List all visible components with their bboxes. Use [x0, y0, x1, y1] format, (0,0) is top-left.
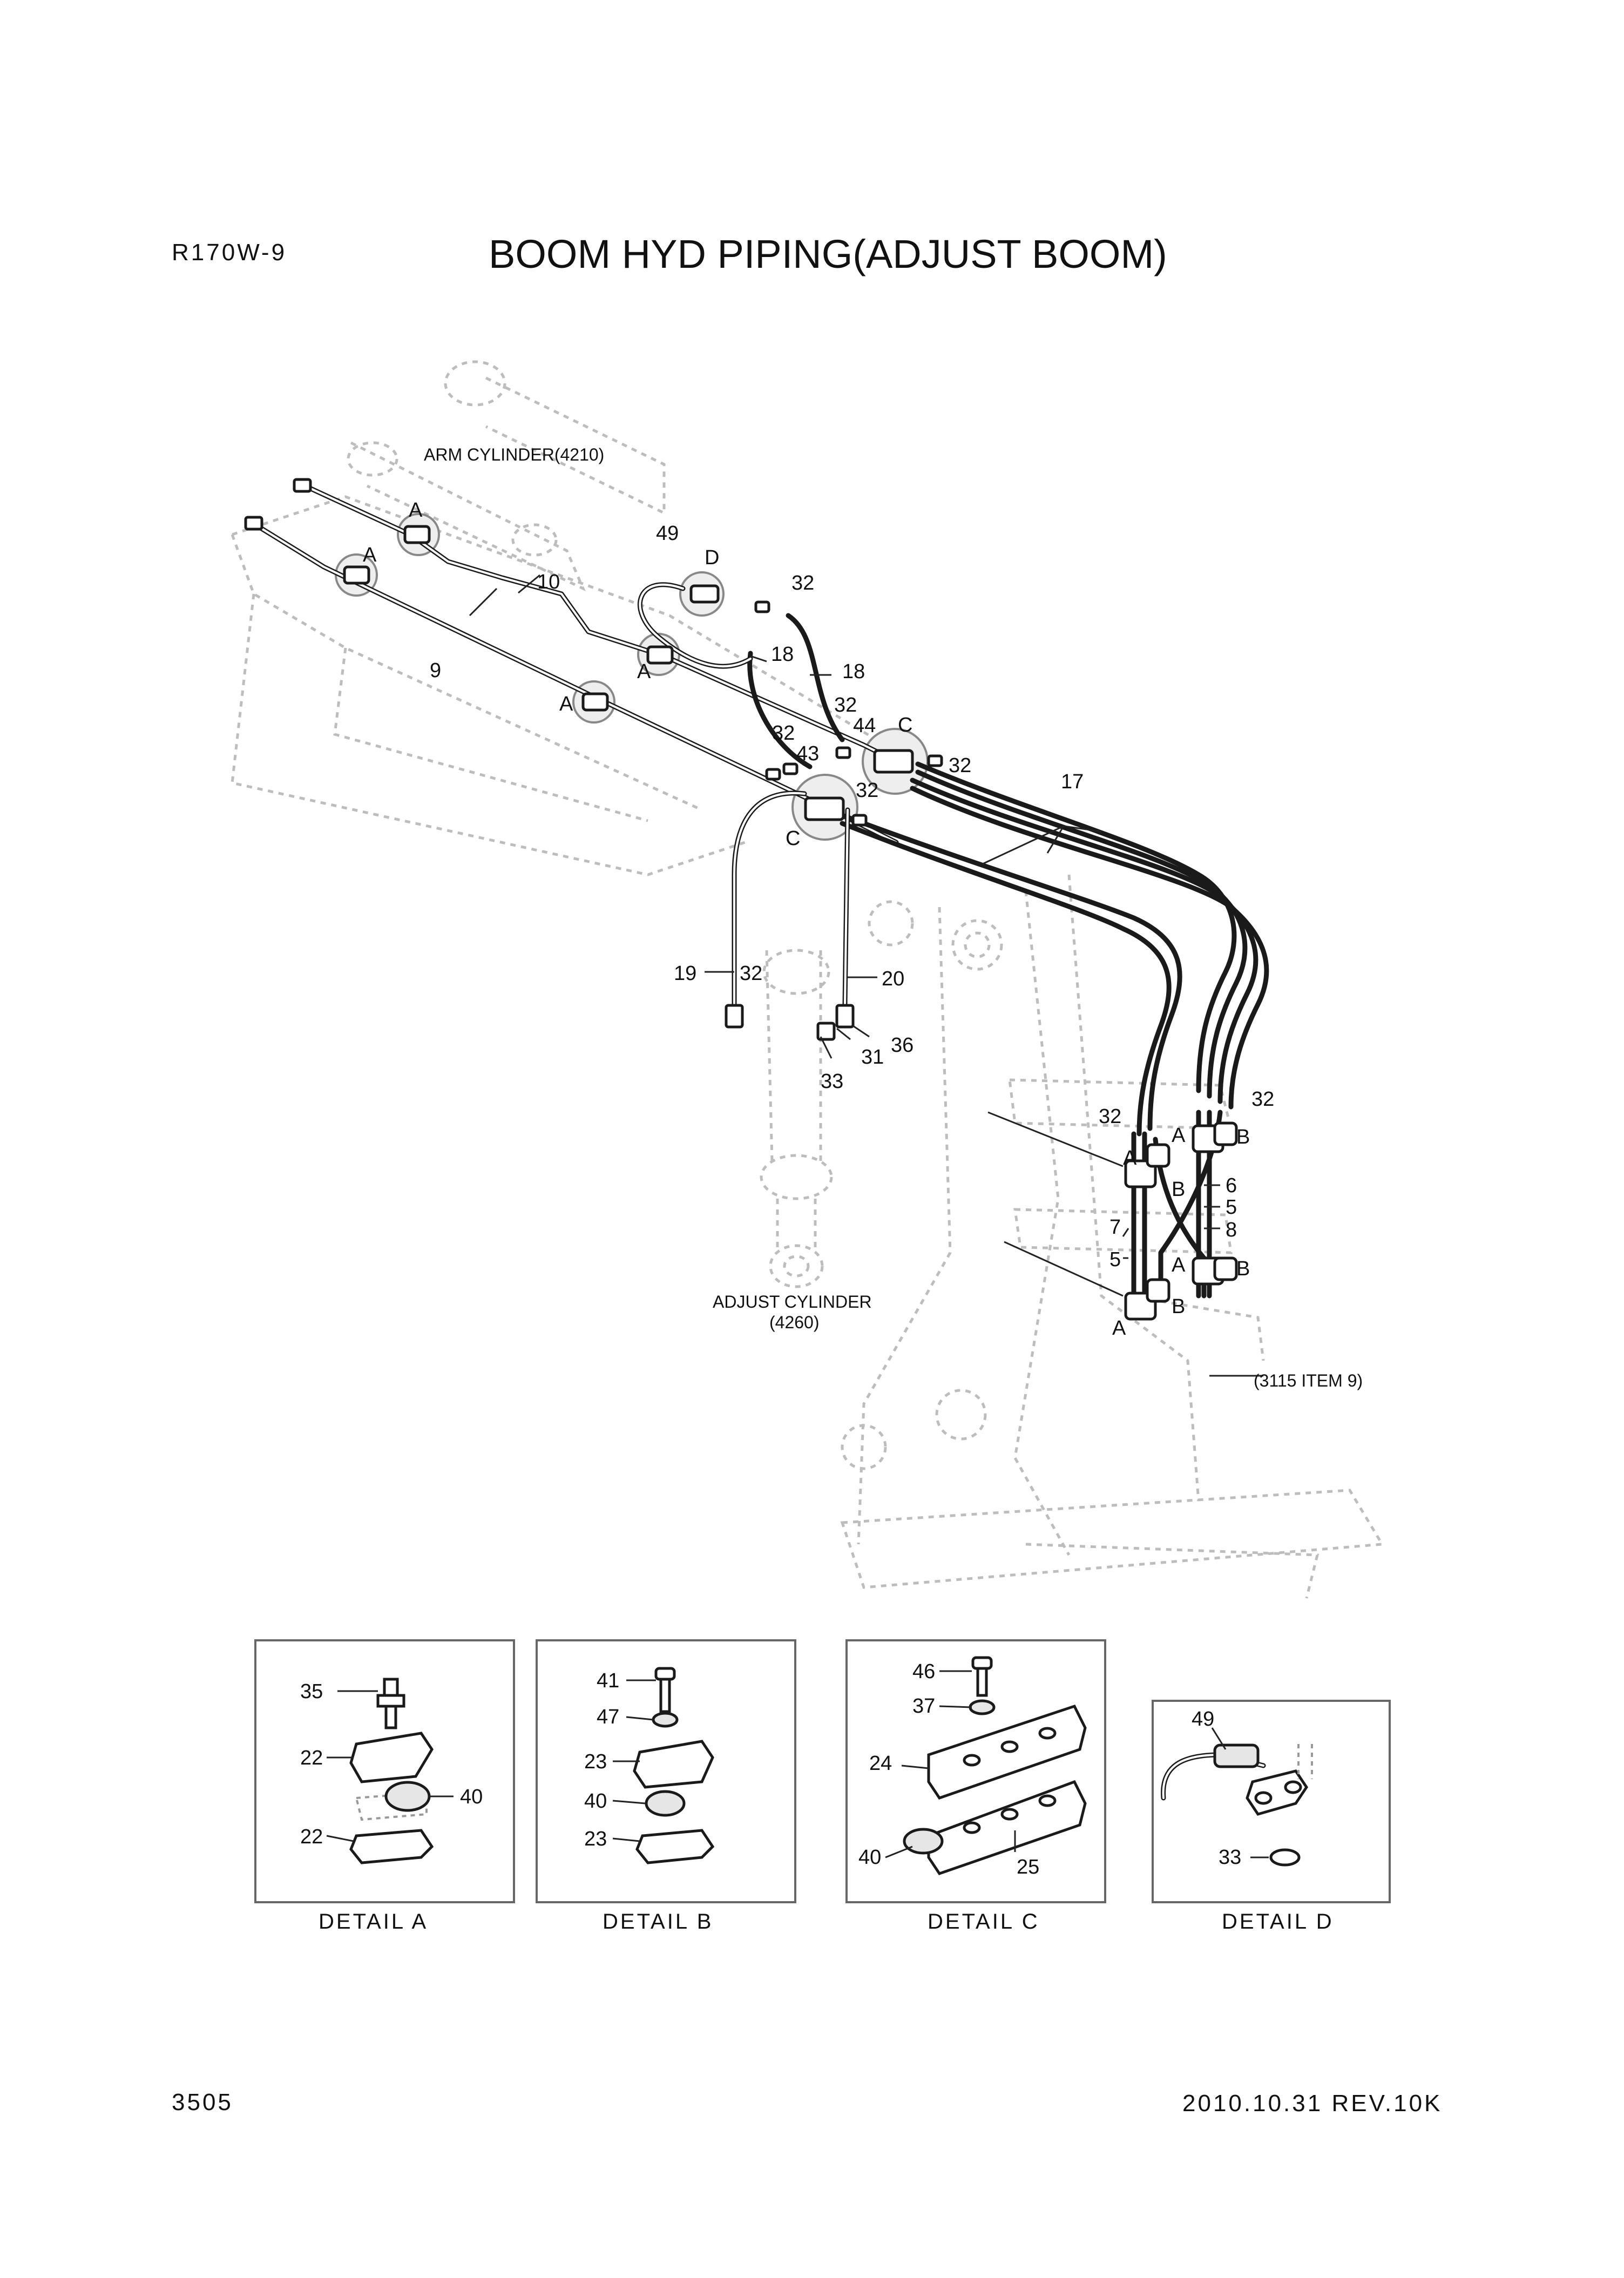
detail-a-panel [254, 1639, 515, 1903]
callout-5: 5 [1226, 1196, 1237, 1219]
callout-9: 9 [430, 659, 441, 682]
detail-b-caption: DETAIL B [603, 1910, 713, 1934]
callout-leaders [469, 574, 1263, 1377]
detail-letter-b: B [1172, 1178, 1185, 1201]
detail-c-panel [845, 1639, 1106, 1903]
detail-a-caption: DETAIL A [319, 1910, 428, 1934]
detail-marker-circles [335, 513, 929, 841]
pipe-20 [842, 807, 850, 1007]
adjust-cylinder-outline [760, 949, 833, 1288]
callout-17: 17 [1061, 770, 1084, 793]
pipe-19 [732, 790, 807, 1012]
arm-cylinder-label: ARM CYLINDER(4210) [424, 445, 604, 464]
detail-d-callout-49: 49 [1192, 1708, 1214, 1731]
callout-43: 43 [796, 742, 819, 765]
detail-a-callout-22: 22 [300, 1747, 323, 1769]
detail-b-callout-23: 23 [584, 1828, 607, 1850]
detail-letter-a: A [409, 499, 423, 522]
callout-6: 6 [1226, 1174, 1237, 1197]
detail-letter-a: A [1172, 1254, 1186, 1276]
detail-c-callout-37: 37 [912, 1695, 935, 1718]
detail-c-callout-25: 25 [1017, 1856, 1039, 1878]
adjust-cylinder-code: (4260) [769, 1313, 820, 1332]
callout-32: 32 [856, 779, 878, 802]
detail-c-callout-46: 46 [912, 1660, 935, 1683]
detail-d-callout-33: 33 [1219, 1846, 1241, 1869]
pipe-18 [747, 613, 845, 769]
callout-33: 33 [821, 1070, 843, 1093]
detail-b-callout-47: 47 [597, 1706, 619, 1728]
clamps-and-fittings [244, 478, 1238, 1321]
detail-letter-a: A [363, 544, 377, 566]
model-code: R170W-9 [172, 239, 287, 266]
callout-18: 18 [842, 660, 865, 683]
page-number: 3505 [172, 2089, 233, 2115]
arm-cylinder-outline [347, 360, 666, 592]
boom-outline [231, 495, 1385, 1599]
callout-19: 19 [674, 962, 696, 985]
detail-c-callout-40: 40 [858, 1846, 881, 1869]
callout-32: 32 [1099, 1105, 1121, 1128]
reference-label: (3115 ITEM 9) [1254, 1371, 1363, 1390]
callout-32: 32 [740, 962, 762, 985]
detail-a-callout-35: 35 [300, 1680, 323, 1703]
detail-letter-a: A [1172, 1124, 1186, 1147]
callout-20: 20 [882, 968, 904, 990]
detail-letter-b: B [1172, 1295, 1185, 1318]
detail-letter-d: D [705, 546, 719, 569]
detail-letter-c: C [898, 714, 912, 736]
callout-32: 32 [949, 754, 971, 777]
detail-a-callout-22: 22 [300, 1826, 323, 1848]
detail-letter-b: B [1236, 1126, 1250, 1148]
detail-letter-a: A [559, 693, 573, 715]
detail-b-callout-41: 41 [597, 1669, 619, 1692]
callout-5: 5 [1109, 1248, 1121, 1271]
detail-letter-a: A [1123, 1147, 1137, 1170]
pipe-17 [840, 761, 1269, 1137]
page-title: BOOM HYD PIPING(ADJUST BOOM) [489, 232, 1167, 276]
detail-a-callout-40: 40 [460, 1786, 483, 1808]
callout-32: 32 [772, 722, 795, 745]
callout-49: 49 [656, 522, 679, 545]
detail-letter-b: B [1236, 1258, 1250, 1280]
revision-stamp: 2010.10.31 REV.10K [1182, 2090, 1442, 2117]
detail-b-callout-23: 23 [584, 1750, 607, 1773]
callout-44: 44 [853, 714, 876, 737]
pipe-49 [637, 582, 753, 669]
callout-36: 36 [891, 1034, 914, 1057]
detail-letter-a: A [637, 660, 651, 683]
callout-32: 32 [791, 572, 814, 594]
detail-b-callout-40: 40 [584, 1790, 607, 1813]
detail-c-callout-24: 24 [869, 1752, 892, 1775]
detail-letter-a: A [1112, 1317, 1126, 1340]
callout-7: 7 [1109, 1216, 1121, 1239]
detail-letter-c: C [786, 827, 800, 850]
callout-8: 8 [1226, 1219, 1237, 1241]
adjust-cylinder-label: ADJUST CYLINDER [713, 1292, 872, 1312]
callout-10: 10 [537, 571, 560, 593]
detail-b-panel [536, 1639, 796, 1903]
pipe-9 [251, 521, 899, 845]
callout-32: 32 [1251, 1088, 1274, 1111]
callout-32: 32 [834, 694, 857, 716]
callout-31: 31 [861, 1046, 884, 1069]
detail-d-panel [1152, 1700, 1391, 1903]
detail-c-caption: DETAIL C [928, 1910, 1040, 1934]
detail-d-caption: DETAIL D [1222, 1910, 1334, 1934]
callout-18: 18 [771, 643, 794, 666]
